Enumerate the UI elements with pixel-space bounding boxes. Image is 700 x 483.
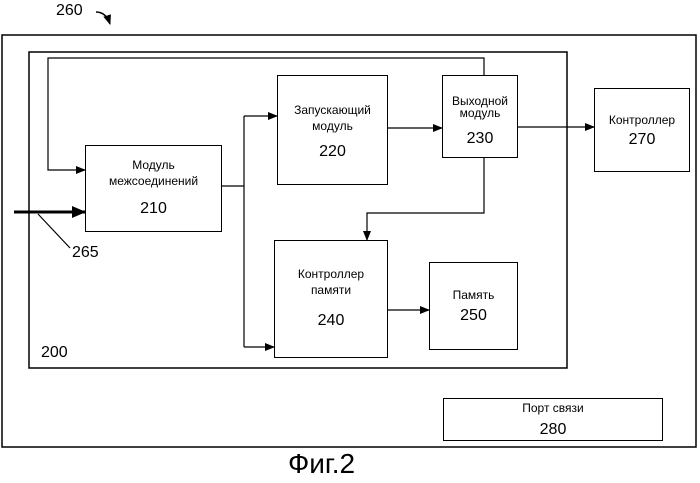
controller-ref: 270: [594, 131, 690, 149]
controller-label: Контроллер: [594, 113, 690, 128]
interconnect-module-label-2: межсоединений: [85, 174, 222, 189]
comm-port-label: Порт связи: [443, 401, 663, 416]
memory-controller-ref: 240: [274, 312, 388, 330]
interconnect-module-label-1: Модуль: [85, 158, 222, 173]
trigger-module-label-1: Запускающий: [277, 103, 388, 118]
trigger-module-ref: 220: [277, 143, 388, 161]
trigger-module-label-2: модуль: [277, 119, 388, 134]
memory-ref: 250: [429, 307, 518, 325]
input-ref-leader: [38, 214, 70, 248]
device-ref-label: 260: [56, 2, 83, 20]
memory-label: Память: [429, 288, 518, 303]
memory-controller-label-1: Контроллер: [274, 267, 388, 282]
device-ref-arrow: [96, 12, 110, 24]
memory-block: [429, 262, 518, 350]
system-ref-label: 200: [41, 344, 68, 362]
figure-caption: Фиг.2: [288, 448, 355, 480]
memory-controller-block: [274, 240, 388, 358]
comm-port-ref: 280: [443, 421, 663, 439]
interconnect-module-ref: 210: [85, 200, 222, 218]
controller-block: [594, 88, 690, 172]
memory-controller-label-2: памяти: [274, 283, 388, 298]
output-module-label-2: модуль: [442, 106, 518, 121]
output-module-ref: 230: [442, 130, 518, 148]
input-ref-label: 265: [72, 244, 99, 262]
